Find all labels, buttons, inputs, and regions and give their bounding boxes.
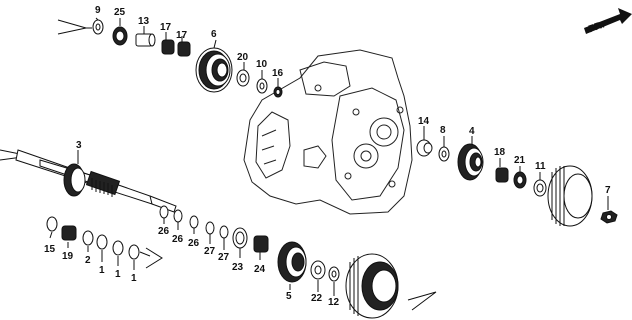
callout-labels: 9 25 13 17 17 6 20 10 16 3 14 8 4 18 21 …: [44, 5, 611, 308]
needle-bearing-18: [495, 167, 509, 183]
callout-17a: 17: [160, 22, 172, 33]
callout-1a: 1: [99, 265, 105, 276]
callout-1b: 1: [115, 269, 121, 280]
right-side-parts: [416, 126, 618, 227]
arrow-icon: [584, 8, 632, 34]
callout-22: 22: [311, 293, 323, 304]
callout-26b: 26: [172, 234, 184, 245]
ring-26c: [189, 215, 199, 229]
callout-6: 6: [211, 29, 217, 40]
callout-4: 4: [469, 126, 475, 137]
clutch-drum-lower: [345, 253, 399, 319]
callout-13: 13: [138, 16, 150, 27]
callout-27b: 27: [218, 252, 230, 263]
clutch-drum-right: [547, 165, 593, 227]
callout-26c: 26: [188, 238, 200, 249]
front-direction-badge: FR.: [584, 8, 632, 35]
callout-8: 8: [440, 125, 446, 136]
ring-26a: [159, 205, 169, 219]
lower-middle-parts: [159, 205, 269, 260]
gear-4: [457, 143, 484, 181]
callout-1c: 1: [131, 273, 137, 284]
needle-bearing-19: [61, 225, 77, 241]
callout-16: 16: [272, 68, 284, 79]
washer-1b: [112, 240, 124, 256]
callout-18: 18: [494, 147, 506, 158]
callout-25: 25: [114, 7, 126, 18]
callout-26a: 26: [158, 226, 170, 237]
transmission-housing: [243, 49, 413, 215]
direction-label: FR.: [587, 19, 606, 35]
gear-5: [277, 241, 307, 283]
lower-left-parts: [46, 216, 163, 270]
ring-27a: [205, 221, 215, 235]
callout-15: 15: [44, 244, 56, 255]
callout-11: 11: [535, 161, 546, 172]
callout-7: 7: [605, 185, 611, 196]
callout-14: 14: [418, 116, 430, 127]
callout-27a: 27: [204, 246, 216, 257]
callout-5: 5: [286, 291, 292, 302]
callout-23: 23: [232, 262, 244, 273]
washer-1c: [128, 244, 140, 260]
callout-24: 24: [254, 264, 266, 275]
needle-bearing-17a: [161, 39, 175, 55]
callout-2: 2: [85, 255, 91, 266]
washer-1a: [96, 234, 108, 250]
callout-20: 20: [237, 52, 249, 63]
snap-ring-15: [46, 216, 58, 232]
callout-17b: 17: [176, 30, 188, 41]
callout-3: 3: [76, 140, 82, 151]
upper-shaft-parts: [57, 17, 283, 98]
lower-right-parts: [277, 241, 437, 319]
needle-bearing-17b: [177, 41, 191, 57]
washer-2: [82, 230, 94, 246]
ring-27b: [219, 225, 229, 239]
needle-bearing-24: [253, 235, 269, 253]
callout-9: 9: [95, 5, 101, 16]
gear-6: [195, 47, 233, 93]
callout-19: 19: [62, 251, 74, 262]
callout-12: 12: [328, 297, 340, 308]
callout-21: 21: [514, 155, 526, 166]
ring-26b: [173, 209, 183, 223]
mainshaft-3: [0, 149, 177, 213]
callout-10: 10: [256, 59, 268, 70]
